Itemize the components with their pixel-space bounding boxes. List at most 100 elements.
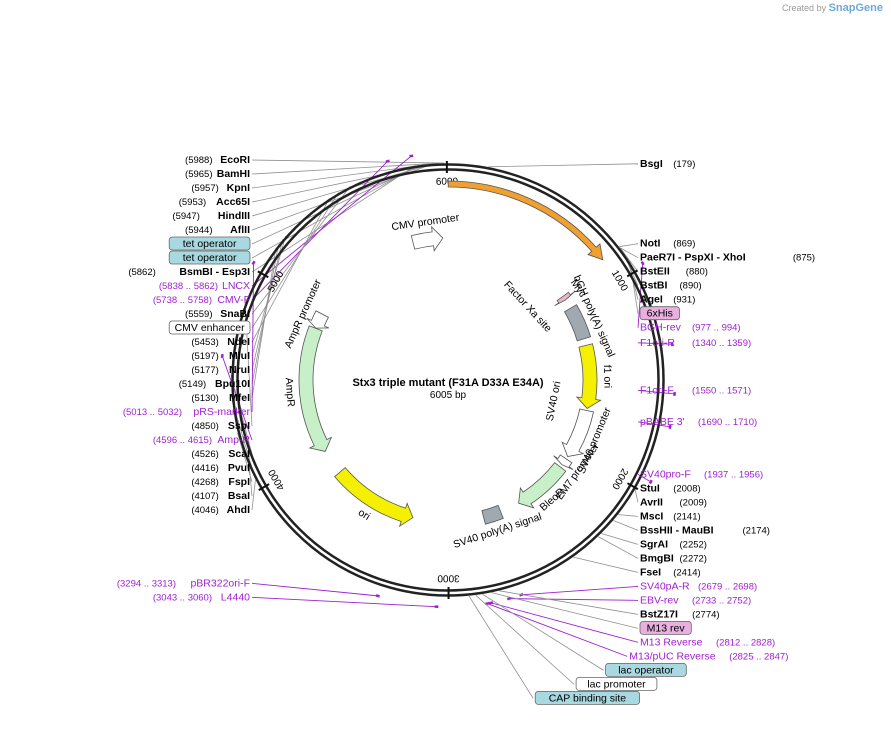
site-position: (5453) (191, 337, 218, 348)
primer-label[interactable]: BGH-rev(977 .. 994) (640, 322, 741, 334)
primer-label[interactable]: LNCX(5838 .. 5862) (159, 280, 250, 292)
feature-arrow[interactable] (553, 454, 574, 471)
restriction-site[interactable]: BstBI(890) (640, 280, 702, 292)
site-name: NruI (229, 364, 250, 376)
site-position: (5197) (191, 351, 218, 362)
primer-label[interactable]: EBV-rev(2733 .. 2752) (640, 594, 751, 606)
feature-arrow[interactable] (334, 467, 414, 528)
feature-tag[interactable]: CAP binding site (534, 690, 641, 705)
primer-range: (5013 .. 5032) (123, 407, 182, 418)
primer-label[interactable]: SV40pro-F(1937 .. 1956) (640, 468, 763, 480)
restriction-site[interactable]: BsmBI - Esp3I(5862) (128, 266, 250, 278)
primer-label[interactable]: L4440(3043 .. 3060) (153, 591, 250, 603)
feature-sv40-poly-a-signal[interactable]: SV40 poly(A) signal (452, 504, 543, 551)
feature-cmv-promoter[interactable]: CMV promoter (391, 212, 461, 252)
restriction-site[interactable]: StuI(2008) (640, 482, 701, 494)
restriction-site[interactable]: EcoRI(5988) (185, 154, 250, 166)
feature-arrow[interactable] (410, 225, 444, 252)
restriction-site[interactable]: BsgI(179) (640, 158, 695, 170)
restriction-site[interactable]: FspI(4268) (191, 476, 250, 488)
site-name: SnaBI (220, 308, 250, 320)
restriction-site[interactable]: BssHII - MauBI(2174) (640, 524, 770, 536)
restriction-site[interactable]: PaeR7I - PspXI - XhoI (875) (640, 252, 815, 264)
restriction-site[interactable]: MscI(2141) (640, 510, 701, 522)
primer-label[interactable]: pRS-marker(5013 .. 5032) (123, 406, 251, 418)
restriction-site[interactable]: AhdI(4046) (191, 504, 250, 516)
feature-tag[interactable]: lac promoter (575, 676, 658, 691)
feature-arrow[interactable] (298, 325, 333, 452)
feature-arrow[interactable] (561, 408, 595, 457)
primer-range: (977 .. 994) (692, 323, 741, 334)
feature-ampr[interactable]: AmpR (283, 325, 333, 452)
primer-range: (1937 .. 1956) (704, 469, 763, 480)
restriction-site[interactable]: BmgBI(2272) (640, 552, 707, 564)
primer-label[interactable]: M13 Reverse(2812 .. 2828) (640, 636, 775, 648)
site-position: (5149) (179, 379, 206, 390)
restriction-site[interactable]: ScaI(4526) (191, 448, 250, 460)
primer-label[interactable]: Amp-R(4596 .. 4615) (153, 434, 251, 446)
restriction-site[interactable]: HindIII(5947) (172, 210, 250, 222)
primer-label[interactable]: SV40pA-R(2679 .. 2698) (640, 580, 757, 592)
primer-label[interactable]: pBR322ori-F(3294 .. 3313) (117, 577, 250, 589)
feature-f1-ori[interactable]: f1 ori (575, 343, 614, 409)
restriction-site[interactable]: AflII(5944) (185, 224, 250, 236)
restriction-site[interactable]: Acc65I(5953) (179, 196, 250, 208)
feature-arrow[interactable] (447, 180, 604, 261)
restriction-site[interactable]: AvrII(2009) (640, 496, 707, 508)
primer-leader-line (637, 389, 675, 395)
site-name: SgrAI (640, 538, 668, 550)
restriction-site[interactable]: FseI(2414) (640, 566, 701, 578)
primer-range: (5738 .. 5758) (153, 295, 212, 306)
primer-label[interactable]: F1ori-F(1550 .. 1571) (640, 384, 751, 396)
restriction-site[interactable]: PvuI(4416) (191, 462, 250, 474)
primer-label[interactable]: pBABE 3'(1690 .. 1710) (640, 416, 757, 428)
feature-tag[interactable]: M13 rev (639, 620, 692, 635)
site-position: (890) (680, 281, 702, 292)
feature-arrow[interactable] (575, 343, 602, 409)
restriction-site[interactable]: BstEII(880) (640, 266, 708, 278)
restriction-site[interactable]: MfeI(5130) (191, 392, 250, 404)
feature-stx3-cds[interactable] (447, 180, 604, 261)
feature-bleor[interactable]: BleoR (518, 462, 568, 514)
site-position: (875) (793, 253, 815, 264)
feature-tag[interactable]: 6xHis (639, 306, 680, 321)
site-leader-line (619, 247, 639, 259)
snapgene-logo: SnapGene (828, 2, 883, 14)
site-position: (4107) (191, 491, 218, 502)
site-name: FseI (640, 566, 661, 578)
restriction-site[interactable]: NdeI(5453) (191, 336, 250, 348)
primer-name: M13 Reverse (640, 636, 703, 648)
leader-lines-layer (220, 154, 676, 699)
restriction-site[interactable]: SnaBI(5559) (185, 308, 250, 320)
restriction-site[interactable]: MluI(5197) (191, 350, 250, 362)
primer-mark (485, 601, 490, 606)
restriction-site[interactable]: NotI(869) (640, 238, 695, 250)
feature-arrow[interactable] (563, 304, 592, 342)
primer-label[interactable]: F1ori-R(1340 .. 1359) (640, 337, 751, 349)
feature-tag[interactable]: tet operator (168, 236, 251, 251)
restriction-site[interactable]: AgeI(931) (640, 294, 695, 306)
restriction-site[interactable]: Bpu10I(5149) (179, 378, 250, 390)
primer-label[interactable]: CMV-F(5738 .. 5758) (153, 294, 250, 306)
box-leader-line (482, 593, 604, 671)
feature-arrow[interactable] (554, 291, 575, 307)
restriction-site[interactable]: SspI(4850) (191, 420, 250, 432)
feature-arrow[interactable] (518, 462, 567, 509)
restriction-site[interactable]: BsaI(4107) (191, 490, 250, 502)
site-position: (5177) (191, 365, 218, 376)
feature-ori[interactable]: ori (334, 467, 414, 528)
site-name: BstZ17I (640, 608, 678, 620)
restriction-site[interactable]: BamHI(5965) (185, 168, 250, 180)
site-name: BssHII - MauBI (640, 524, 714, 536)
restriction-site[interactable]: SgrAI(2252) (640, 538, 707, 550)
primer-label[interactable]: M13/pUC Reverse(2825 .. 2847) (629, 650, 788, 662)
feature-arrow[interactable] (306, 310, 330, 329)
restriction-site[interactable]: BstZ17I(2774) (640, 608, 720, 620)
feature-tag[interactable]: lac operator (605, 662, 687, 677)
feature-arrow[interactable] (481, 504, 504, 525)
restriction-site[interactable]: NruI (5177) (191, 364, 250, 376)
restriction-site[interactable]: KpnI(5957) (191, 182, 250, 194)
feature-tag[interactable]: CMV enhancer (168, 320, 251, 335)
site-name: PaeR7I - PspXI - XhoI (640, 252, 746, 264)
feature-tag[interactable]: tet operator (168, 250, 251, 265)
